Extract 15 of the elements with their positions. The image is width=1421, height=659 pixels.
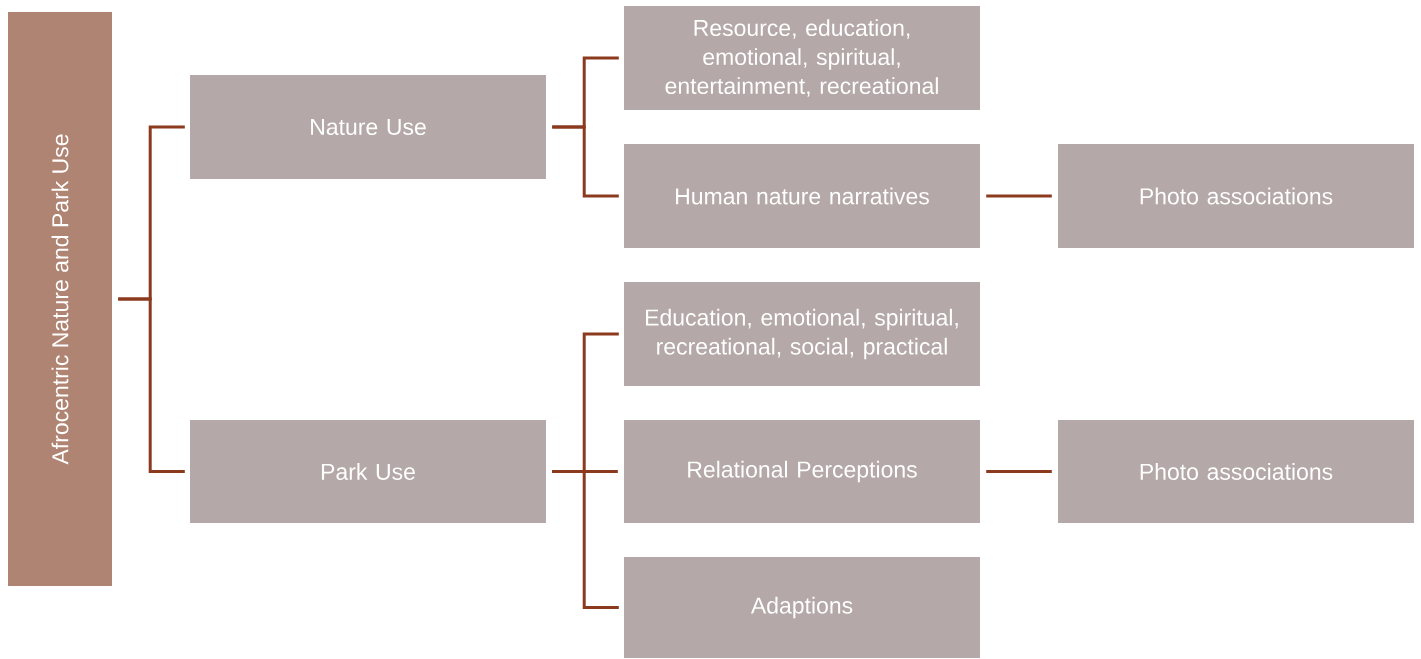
connector-line: [552, 125, 619, 198]
category-box: Relational Perceptions: [624, 420, 980, 523]
category-box: Resource, education, emotional, spiritual, entertainment, recreational: [624, 6, 980, 110]
category-box: Photo associations: [1058, 420, 1414, 523]
connector-line: [552, 470, 619, 609]
category-box: Education, emotional, spiritual, recreational, social, practical: [624, 282, 980, 386]
connector-line: [986, 194, 1052, 198]
connector-line: [986, 470, 1052, 473]
title-bar: Afrocentric Nature and Park Use: [8, 12, 112, 586]
category-box: Adaptions: [624, 557, 980, 658]
category-box: Human nature narratives: [624, 144, 980, 248]
category-box: Park Use: [190, 420, 546, 523]
connector-line: [118, 297, 185, 473]
category-box: Nature Use: [190, 75, 546, 179]
category-box: Photo associations: [1058, 144, 1414, 248]
